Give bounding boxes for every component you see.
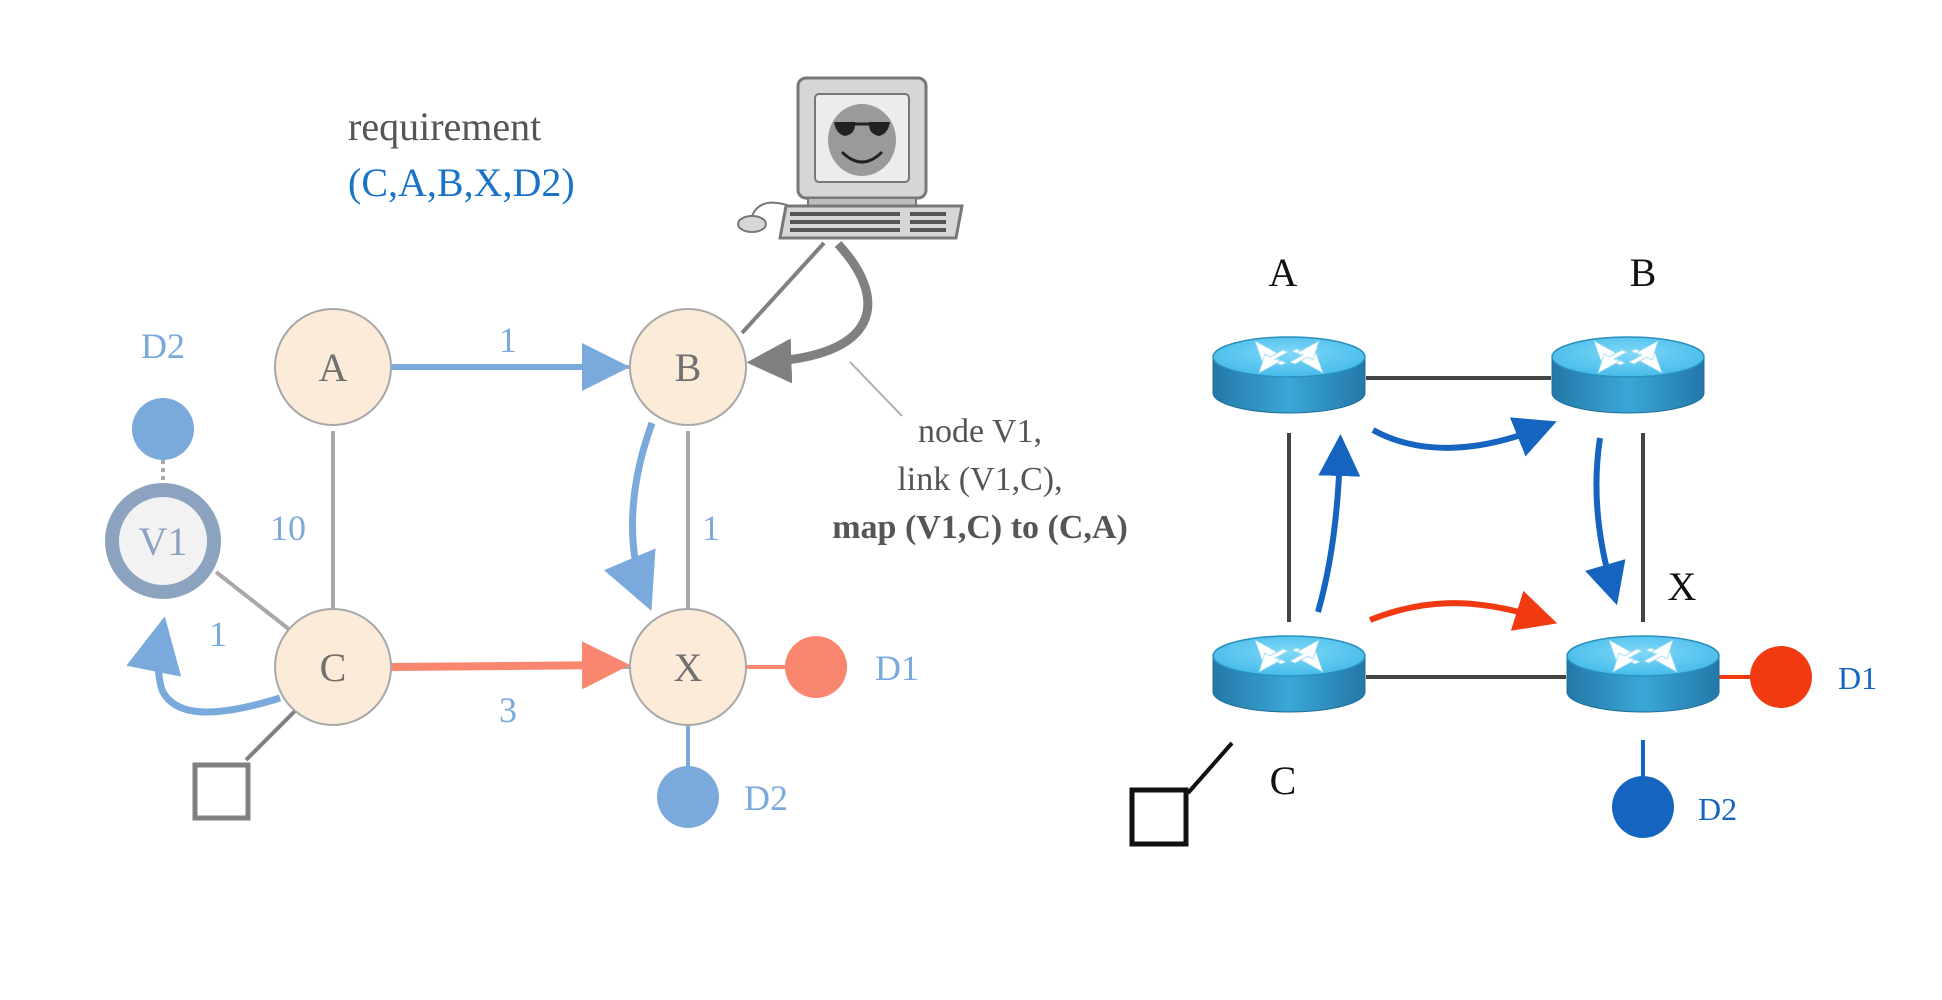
- router-path-a-b: [1371, 417, 1557, 457]
- router-a-icon[interactable]: [1212, 336, 1366, 414]
- node-v1[interactable]: V1: [105, 483, 221, 599]
- weight-v1-c: 1: [209, 614, 227, 654]
- dest-d2-top-label: D2: [141, 326, 185, 366]
- path-arrow-b-x: [603, 421, 656, 611]
- weight-a-b: 1: [499, 320, 517, 360]
- router-c-icon[interactable]: [1212, 635, 1366, 713]
- node-c[interactable]: C: [274, 608, 392, 726]
- left-topology: A B C X V1 D2 D1 D2 1 10 1 3 1: [105, 76, 1128, 828]
- router-path-b-x: [1585, 437, 1626, 606]
- dest-d1: [785, 636, 847, 698]
- path-arrow-c-x: [390, 641, 630, 690]
- router-b-label: B: [1630, 250, 1657, 295]
- router-path-c-a: [1315, 434, 1361, 613]
- router-dest-d2-label: D2: [1698, 791, 1737, 827]
- controller-inject-arrow: [746, 240, 873, 384]
- dest-d2-top: [132, 398, 194, 460]
- controller-computer-icon: [737, 76, 964, 240]
- path-arrow-c-v1: [126, 616, 282, 716]
- weight-a-c: 10: [270, 508, 306, 548]
- link-c-host: [244, 708, 298, 762]
- node-c-label: C: [320, 645, 347, 690]
- router-b-icon[interactable]: [1551, 336, 1705, 414]
- node-b[interactable]: B: [629, 308, 747, 426]
- router-host-square: [1129, 787, 1189, 847]
- router-dest-d1: [1750, 646, 1812, 708]
- annotation-leader: [849, 361, 903, 417]
- annotation-line-1: node V1,: [918, 413, 1042, 450]
- router-a-label: A: [1269, 250, 1298, 295]
- router-dest-d1-label: D1: [1838, 660, 1877, 696]
- dest-d1-label: D1: [875, 648, 919, 688]
- dest-d2-bottom-label: D2: [744, 778, 788, 818]
- host-square: [192, 762, 251, 821]
- node-a-label: A: [319, 345, 348, 390]
- link-controller-b: [740, 241, 826, 335]
- requirement-path: (C,A,B,X,D2): [348, 160, 575, 205]
- router-x-label: X: [1668, 564, 1697, 609]
- annotation-line-3: map (V1,C) to (C,A): [832, 509, 1128, 546]
- node-b-label: B: [675, 345, 702, 390]
- router-c-label: C: [1270, 758, 1297, 803]
- router-link-c-host: [1186, 741, 1234, 795]
- annotation-line-2: link (V1,C),: [897, 461, 1062, 498]
- router-x-icon[interactable]: [1566, 635, 1720, 713]
- weight-b-x: 1: [702, 508, 720, 548]
- router-path-c-x: [1368, 590, 1558, 631]
- router-dest-d2: [1612, 776, 1674, 838]
- link-v1-c: [214, 570, 292, 632]
- weight-c-x: 3: [499, 690, 517, 730]
- dest-d2-bottom: [657, 766, 719, 828]
- right-topology: A B C X D1 D2: [1129, 250, 1877, 847]
- node-v1-label: V1: [139, 519, 188, 564]
- node-a[interactable]: A: [274, 308, 392, 426]
- node-x[interactable]: X: [629, 608, 747, 726]
- requirement-label: requirement: [348, 104, 541, 149]
- node-x-label: X: [674, 645, 703, 690]
